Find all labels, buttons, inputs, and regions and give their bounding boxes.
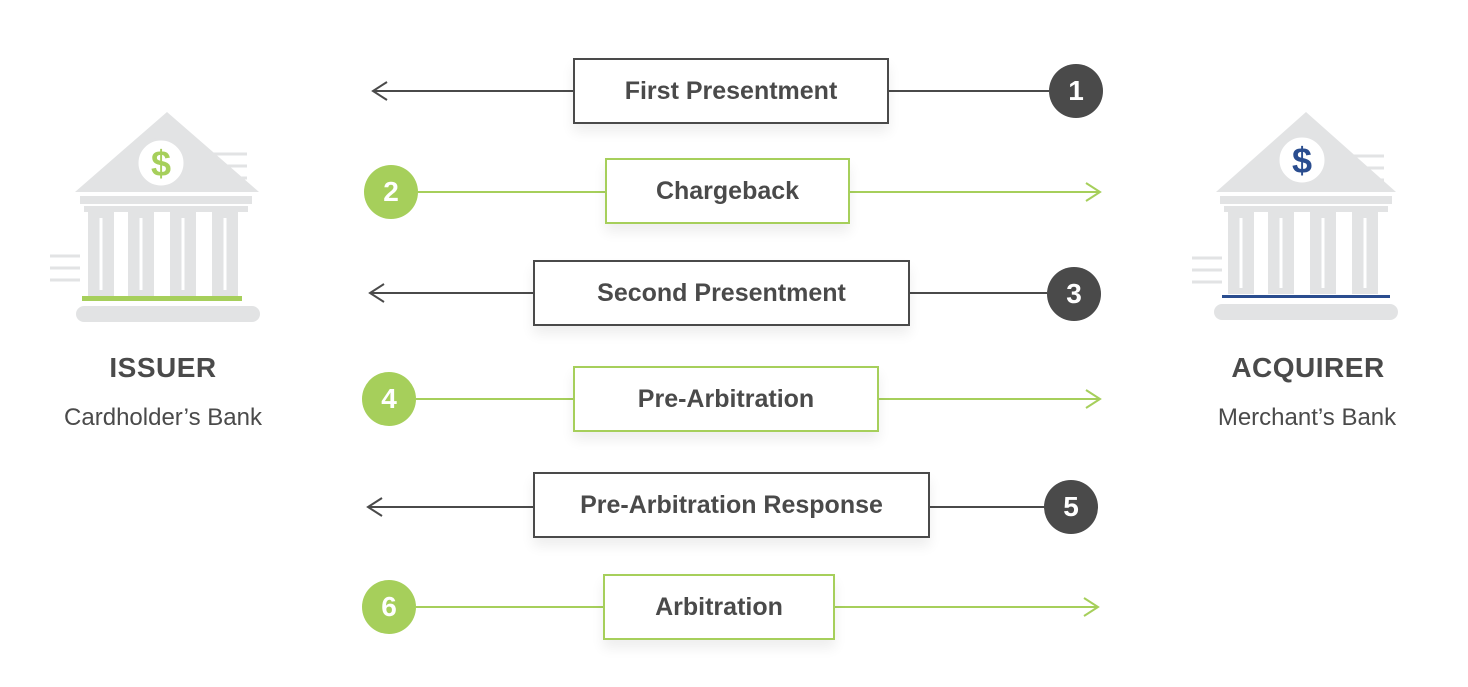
step-4-badge: 4 [362, 372, 416, 426]
step-3-number: 3 [1066, 278, 1082, 309]
issuer-subtitle: Cardholder’s Bank [64, 404, 262, 431]
step-5-number: 5 [1063, 491, 1079, 522]
step-6-label: Arbitration [655, 592, 783, 621]
step-5-arrow [366, 497, 1044, 517]
step-1-badge: 1 [1049, 64, 1103, 118]
arrowhead-icon [1085, 389, 1102, 409]
acquirer-bank-icon: $ [1192, 112, 1398, 320]
step-4-box: Pre-Arbitration [573, 366, 879, 432]
step-1-box: First Presentment [573, 58, 889, 124]
step-2-badge: 2 [364, 165, 418, 219]
issuer-title: ISSUER [109, 352, 217, 383]
step-3-arrow [368, 283, 1047, 303]
step-1-arrow [371, 81, 1049, 101]
step-2-number: 2 [383, 176, 399, 207]
svg-text:$: $ [151, 143, 171, 184]
acquirer-subtitle: Merchant’s Bank [1217, 404, 1397, 431]
step-3-box: Second Presentment [533, 260, 910, 326]
step-1-number: 1 [1068, 75, 1084, 106]
step-1-label: First Presentment [624, 76, 838, 105]
step-3-label: Second Presentment [597, 278, 846, 307]
step-4-arrow [416, 389, 1102, 409]
step-2-label: Chargeback [655, 176, 800, 205]
svg-text:$: $ [1292, 140, 1312, 181]
step-6-arrow [416, 597, 1100, 617]
arrowhead-icon [1085, 182, 1102, 202]
step-3-badge: 3 [1047, 267, 1101, 321]
step-4-number: 4 [381, 383, 397, 414]
step-2-arrow [418, 182, 1102, 202]
step-6-number: 6 [381, 591, 397, 622]
step-6-badge: 6 [362, 580, 416, 634]
issuer-bank-icon: $ [50, 112, 260, 322]
acquirer-title: ACQUIRER [1231, 352, 1385, 383]
arrowhead-icon [371, 81, 388, 101]
arrowhead-icon [1083, 597, 1100, 617]
step-6-box: Arbitration [603, 574, 835, 640]
arrowhead-icon [366, 497, 383, 517]
arrowhead-icon [368, 283, 385, 303]
step-5-label: Pre-Arbitration Response [580, 490, 883, 519]
step-4-label: Pre-Arbitration [637, 384, 815, 413]
step-5-box: Pre-Arbitration Response [533, 472, 930, 538]
step-5-badge: 5 [1044, 480, 1098, 534]
step-2-box: Chargeback [605, 158, 850, 224]
